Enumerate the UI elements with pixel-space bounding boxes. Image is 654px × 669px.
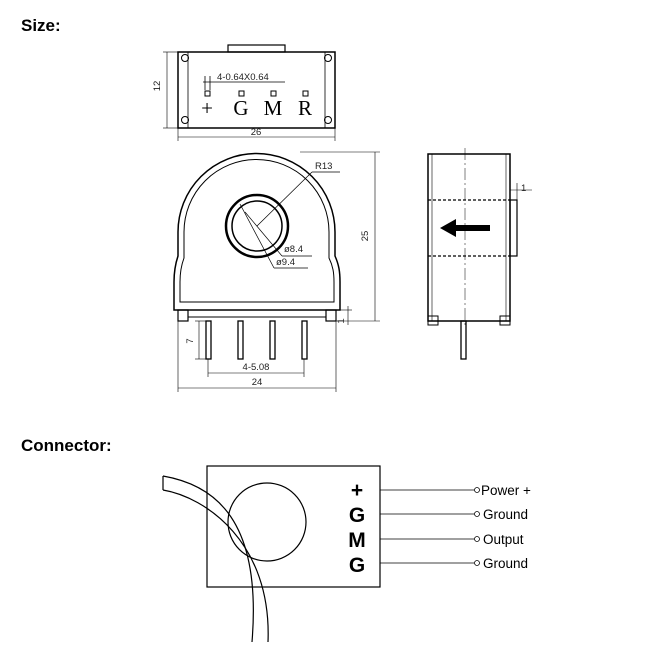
- top-pin-label-m: M: [264, 96, 283, 120]
- pin-spec-label: 4-0.64X0.64: [217, 72, 269, 83]
- signal-ground-label-1: Ground: [483, 507, 528, 522]
- signal-ground-label-2: Ground: [483, 556, 528, 571]
- connector-section-title: Connector:: [21, 436, 112, 455]
- side-thickness-dim: 1: [521, 183, 526, 194]
- top-height-dim: 12: [152, 81, 163, 92]
- signal-output-label: Output: [483, 532, 524, 547]
- connector-pin-g1: G: [349, 504, 365, 527]
- connector-pin-g2: G: [349, 554, 365, 577]
- connector-pin-m: M: [348, 529, 366, 552]
- side-view: 1: [427, 148, 532, 360]
- outer-diameter-dim: ø9.4: [276, 257, 295, 268]
- pin-length-dim: 7: [185, 338, 196, 343]
- connector-pin-plus: +: [351, 479, 363, 502]
- radius-dim: R13: [315, 161, 332, 172]
- inner-diameter-dim: ø8.4: [284, 244, 303, 255]
- top-width-dim: 26: [251, 127, 262, 138]
- pin-offset-dim: 1: [336, 318, 347, 323]
- top-view: 4-0.64X0.64 + G M R 12 26: [152, 44, 336, 141]
- front-width-dim: 24: [252, 377, 263, 388]
- current-direction-arrow: [440, 219, 490, 237]
- connector-diagram: + G M G Power + Ground Output Ground: [162, 465, 531, 643]
- front-height-dim: 25: [360, 231, 371, 242]
- top-pin-label-plus: +: [201, 96, 213, 120]
- signal-power-label: Power +: [481, 483, 531, 498]
- pin-pitch-dim: 4-5.08: [243, 362, 270, 373]
- front-view: R13 ø8.4 ø9.4 7 4-5.08 24 25: [173, 151, 380, 392]
- top-pin-label-g: G: [233, 96, 248, 120]
- top-pin-label-r: R: [298, 96, 312, 120]
- size-section-title: Size:: [21, 16, 61, 35]
